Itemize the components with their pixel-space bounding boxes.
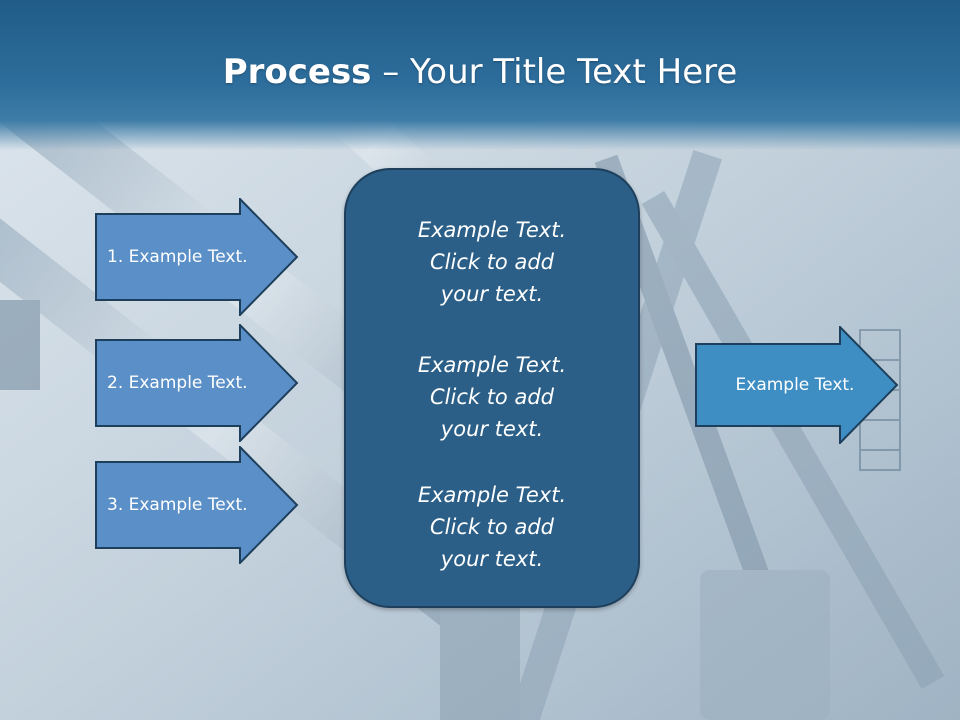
center-text-line: Example Text. (417, 483, 567, 507)
step-arrow-shape (95, 198, 299, 316)
step-arrow-3[interactable]: 3. Example Text. (95, 446, 299, 564)
center-text-block-3: Example Text. Click to add your text. (346, 479, 638, 575)
slide-title-rest: – Your Title Text Here (371, 52, 738, 92)
center-text-line: Click to add (429, 250, 554, 274)
center-text-line: your text. (440, 547, 544, 571)
step-arrow-label: 2. Example Text. (107, 373, 248, 393)
output-arrow-label: Example Text. (735, 375, 855, 395)
center-text-line: Example Text. (417, 353, 567, 377)
step-arrow-2[interactable]: 2. Example Text. (95, 324, 299, 442)
center-text-line: your text. (440, 417, 544, 441)
step-arrow-shape (95, 324, 299, 442)
step-arrow-shape (95, 446, 299, 564)
center-text-block-2: Example Text. Click to add your text. (346, 349, 638, 445)
center-text-line: Click to add (429, 385, 554, 409)
step-arrow-label: 3. Example Text. (107, 495, 248, 515)
output-arrow[interactable]: Example Text. (695, 324, 899, 446)
header-band (0, 0, 960, 150)
center-text-line: your text. (440, 282, 544, 306)
step-arrow-label: 1. Example Text. (107, 247, 248, 267)
slide-title-bold: Process (222, 52, 372, 92)
center-text-block-1: Example Text. Click to add your text. (346, 214, 638, 310)
center-text-line: Example Text. (417, 218, 567, 242)
step-arrow-1[interactable]: 1. Example Text. (95, 198, 299, 316)
center-text-line: Click to add (429, 515, 554, 539)
output-arrow-shape (695, 324, 899, 446)
center-process-box[interactable]: Example Text. Click to add your text. Ex… (344, 168, 640, 608)
slide-title: Process – Your Title Text Here (0, 52, 960, 92)
